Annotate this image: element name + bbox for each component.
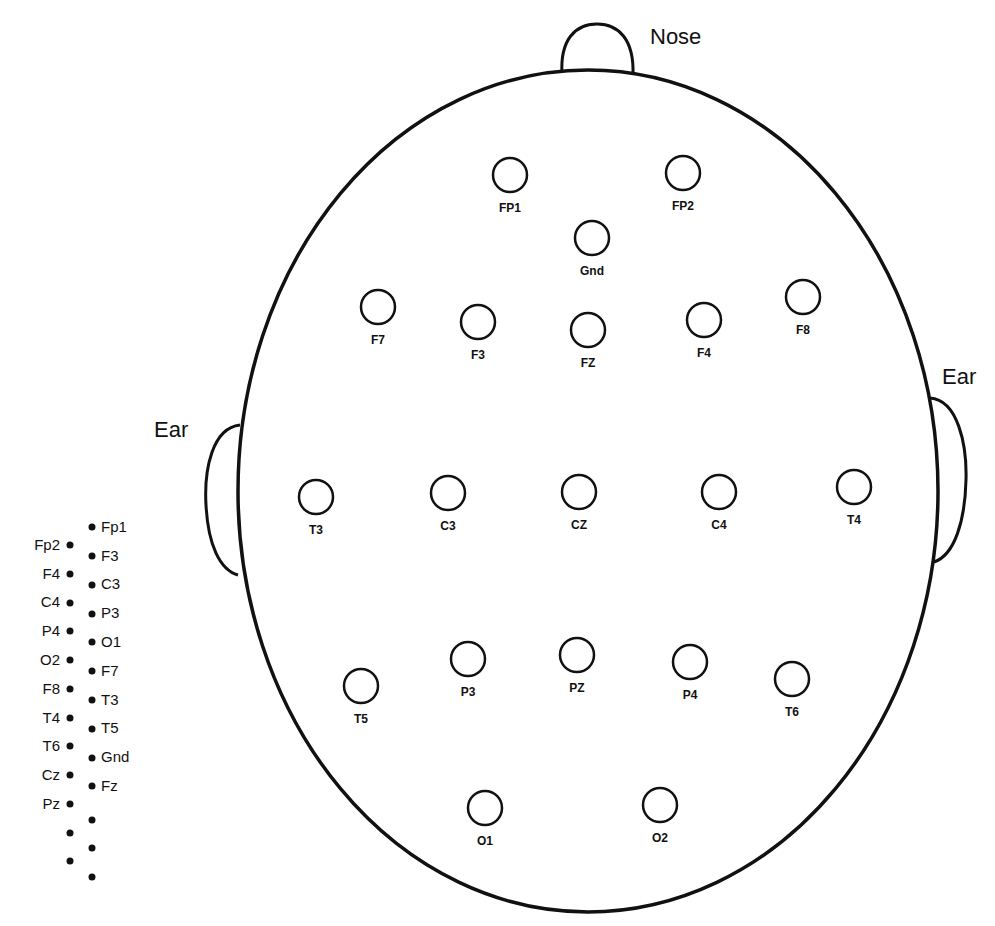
pin-label: T3	[101, 692, 119, 709]
electrode-label: T6	[785, 706, 799, 719]
pin-label: Fp2	[34, 537, 60, 554]
electrode-circle	[459, 303, 497, 341]
electrode-label: T5	[354, 713, 368, 726]
pin-label: Pz	[42, 796, 60, 813]
electrode: O2	[641, 786, 679, 845]
electrode: T6	[773, 660, 811, 719]
electrode-circle	[466, 789, 504, 827]
pin-label: F7	[101, 663, 119, 680]
electrode: FP2	[664, 154, 702, 213]
pin-label: O2	[40, 652, 60, 669]
electrode-label: O1	[477, 835, 493, 848]
electrode-circle	[569, 311, 607, 349]
electrode-circle	[671, 643, 709, 681]
nose-outline	[562, 24, 633, 74]
nose-label: Nose	[650, 25, 701, 49]
electrode: FP1	[491, 156, 529, 215]
electrode-label: F7	[371, 334, 385, 347]
electrode-circle	[700, 473, 738, 511]
electrode-label: F3	[471, 349, 485, 362]
electrode-circle	[835, 468, 873, 506]
electrode-label: P4	[683, 689, 698, 702]
pin-label: T4	[42, 710, 60, 727]
electrode: FZ	[569, 311, 607, 370]
pin-label: F3	[101, 548, 119, 565]
ear-label: Ear	[942, 365, 976, 389]
pin-label: Gnd	[101, 749, 129, 766]
electrode-label: PZ	[569, 682, 584, 695]
electrode-label: Gnd	[580, 265, 604, 278]
pin-label: C3	[101, 576, 120, 593]
electrode: F7	[359, 288, 397, 347]
electrode: CZ	[560, 473, 598, 532]
left-ear-outline	[206, 425, 240, 575]
electrode-circle	[560, 473, 598, 511]
electrode: T3	[297, 478, 335, 537]
electrode: Gnd	[573, 219, 611, 278]
pin-label: P3	[101, 605, 119, 622]
electrode-label: C4	[711, 519, 726, 532]
pin-label: Cz	[42, 767, 60, 784]
electrode-label: CZ	[571, 519, 587, 532]
electrode-circle	[558, 636, 596, 674]
electrode-label: F4	[697, 347, 711, 360]
electrode: PZ	[558, 636, 596, 695]
electrode-circle	[342, 667, 380, 705]
electrode-circle	[297, 478, 335, 516]
ear-label: Ear	[154, 418, 188, 442]
electrode: F3	[459, 303, 497, 362]
electrode: P3	[449, 640, 487, 699]
electrode: T4	[835, 468, 873, 527]
electrode: C3	[429, 474, 467, 533]
pin-label: T5	[101, 720, 119, 737]
electrode-circle	[573, 219, 611, 257]
pin-label: F4	[42, 566, 60, 583]
electrode-circle	[491, 156, 529, 194]
electrode: F8	[784, 278, 822, 337]
electrode-circle	[429, 474, 467, 512]
electrode: C4	[700, 473, 738, 532]
pin-label: C4	[41, 594, 60, 611]
electrode-label: F8	[796, 324, 810, 337]
electrode: F4	[685, 301, 723, 360]
pin-label: O1	[101, 634, 121, 651]
electrode-circle	[784, 278, 822, 316]
electrode-circle	[449, 640, 487, 678]
pin-label: F8	[42, 681, 60, 698]
electrode-circle	[773, 660, 811, 698]
connector-pins	[67, 524, 96, 881]
electrode-label: FP2	[672, 200, 694, 213]
electrode-label: FZ	[581, 357, 596, 370]
electrode-label: FP1	[499, 202, 521, 215]
electrode-label: O2	[652, 832, 668, 845]
electrode-circle	[685, 301, 723, 339]
electrode-label: P3	[461, 686, 476, 699]
electrode-label: C3	[440, 520, 455, 533]
electrode-label: T3	[309, 524, 323, 537]
pin-label: P4	[42, 623, 60, 640]
electrode: P4	[671, 643, 709, 702]
pin-label: Fz	[101, 778, 118, 795]
electrode-circle	[359, 288, 397, 326]
pin-label: Fp1	[101, 519, 127, 536]
electrode: T5	[342, 667, 380, 726]
head-outline	[238, 70, 938, 912]
electrode-label: T4	[847, 514, 861, 527]
electrode: O1	[466, 789, 504, 848]
electrode-circle	[664, 154, 702, 192]
pin-label: T6	[42, 738, 60, 755]
electrode-circle	[641, 786, 679, 824]
